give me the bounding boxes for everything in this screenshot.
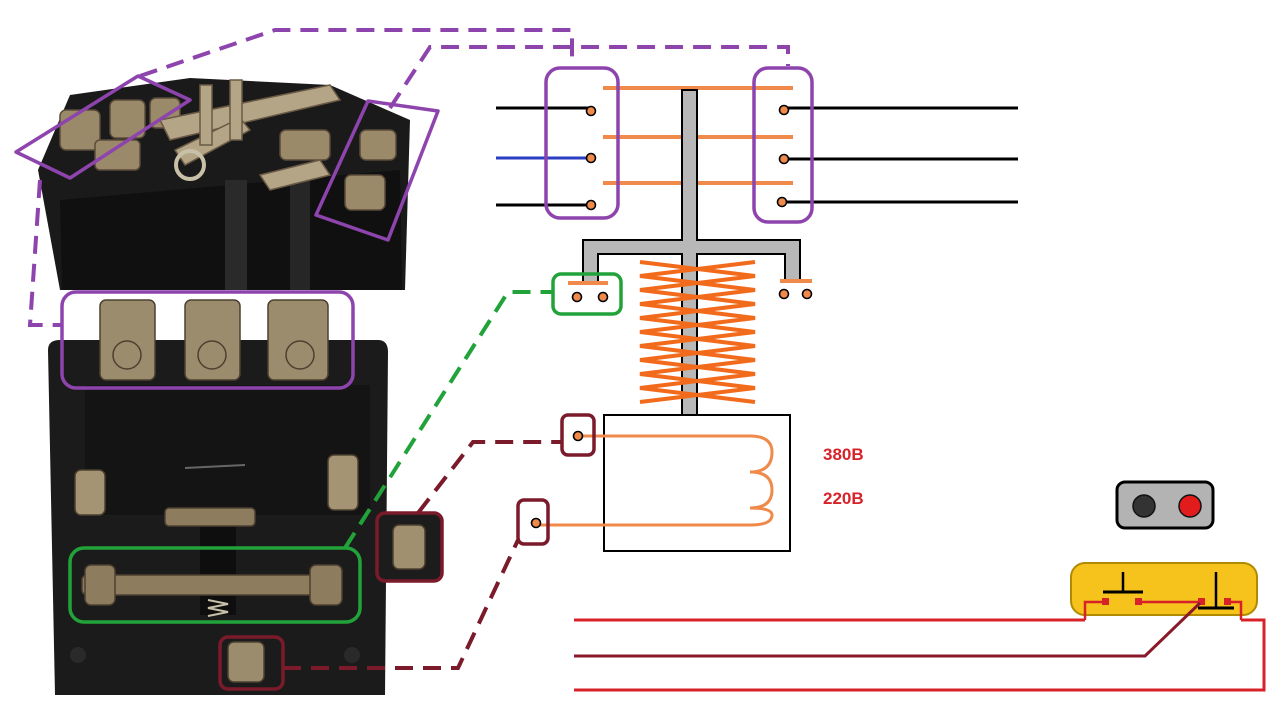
button-box	[1070, 562, 1258, 620]
coil-terminal-photo-icon	[378, 513, 441, 580]
voltage-label-380: 380В	[823, 445, 864, 464]
contactor-top-photo-icon	[38, 78, 410, 290]
return-spring	[639, 260, 756, 404]
start-stop-button-icon	[1115, 480, 1215, 530]
voltage-label-220: 220В	[823, 489, 864, 508]
contactor-front-photo-icon	[48, 299, 388, 695]
